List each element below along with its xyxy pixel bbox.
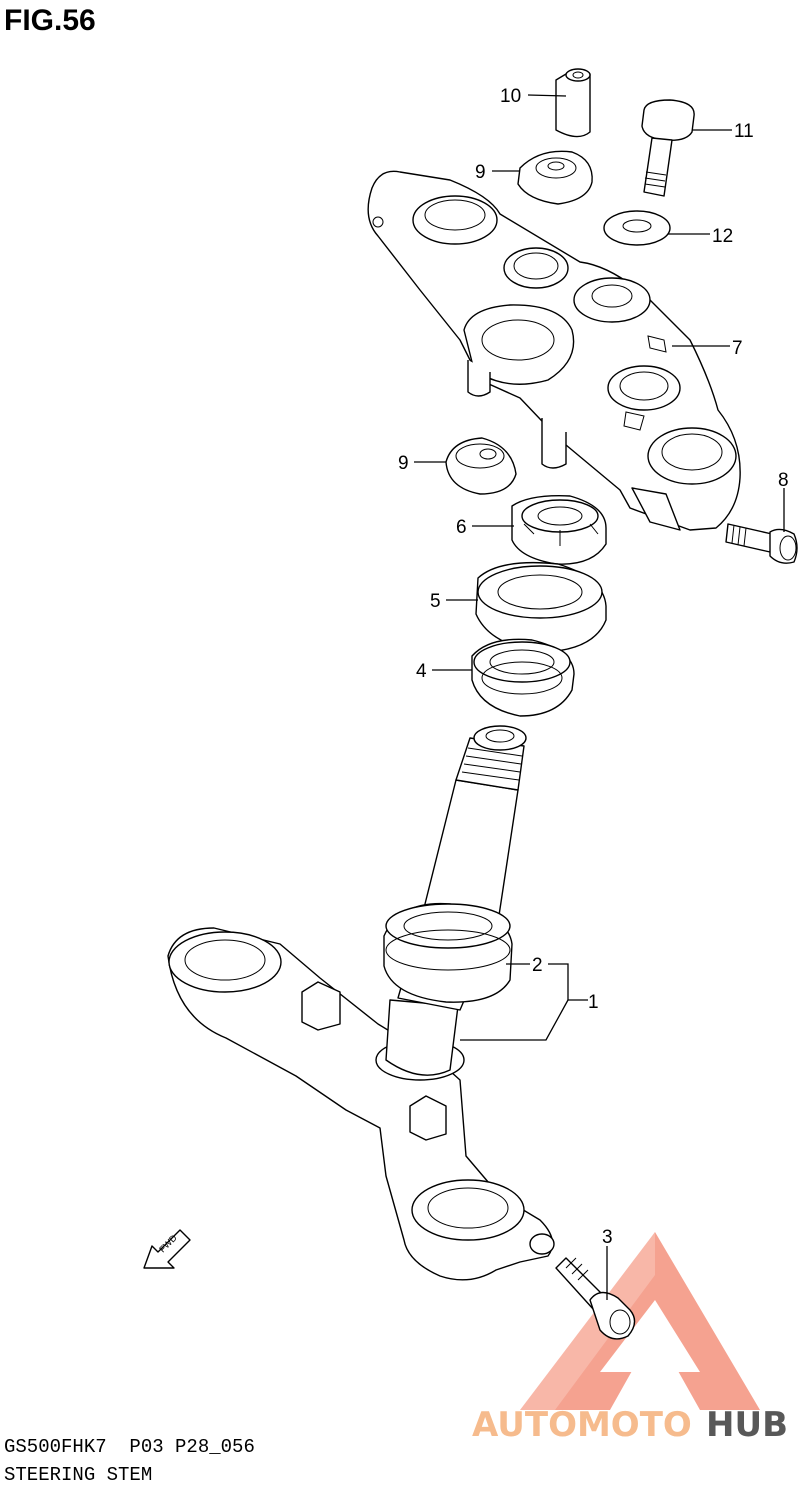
part-5-dust-seal [475, 561, 607, 653]
callout-5: 5 [430, 591, 441, 612]
callout-8: 8 [778, 470, 789, 491]
part-4-bearing [471, 638, 575, 717]
callout-2: 2 [532, 955, 543, 976]
fwd-arrow-icon: FWD [143, 1229, 191, 1269]
callout-11: 11 [734, 121, 754, 142]
watermark-text: AUTOMOTO HUB [472, 1405, 788, 1445]
part-9-upper-cushion [517, 150, 593, 205]
callout-12: 12 [712, 226, 733, 247]
callout-1: 1 [588, 992, 599, 1013]
part-9-lower-cushion [445, 437, 517, 495]
part-11-bolt [641, 99, 695, 197]
callout-4: 4 [416, 661, 427, 682]
watermark-logo [520, 1232, 760, 1410]
figure-title: FIG.56 [4, 4, 96, 37]
part-12-washer [603, 210, 671, 246]
watermark-part1: AUTOMOTO [472, 1405, 692, 1445]
callout-numbers: 10 11 9 12 7 8 9 6 5 4 2 1 3 [398, 86, 789, 1248]
part-6-stem-nut [511, 495, 607, 565]
callout-6: 6 [456, 517, 467, 538]
part-1-steering-stem [167, 725, 555, 1281]
part-3-bolt [555, 1257, 636, 1340]
callout-7: 7 [732, 338, 743, 359]
callout-9-upper: 9 [475, 162, 486, 183]
part-2-lower-bearing [383, 902, 513, 1003]
part-10-collar [555, 68, 591, 138]
model-code: GS500FHK7 P03 P28_056 [4, 1436, 255, 1458]
callout-3: 3 [602, 1227, 613, 1248]
part-7-upper-bracket [367, 170, 741, 531]
callout-9-lower: 9 [398, 453, 409, 474]
watermark-part2: HUB [706, 1405, 788, 1445]
leader-lines [414, 94, 785, 1300]
callout-10: 10 [500, 86, 521, 107]
part-8-bolt [725, 523, 798, 564]
figure-caption: STEERING STEM [4, 1464, 153, 1486]
